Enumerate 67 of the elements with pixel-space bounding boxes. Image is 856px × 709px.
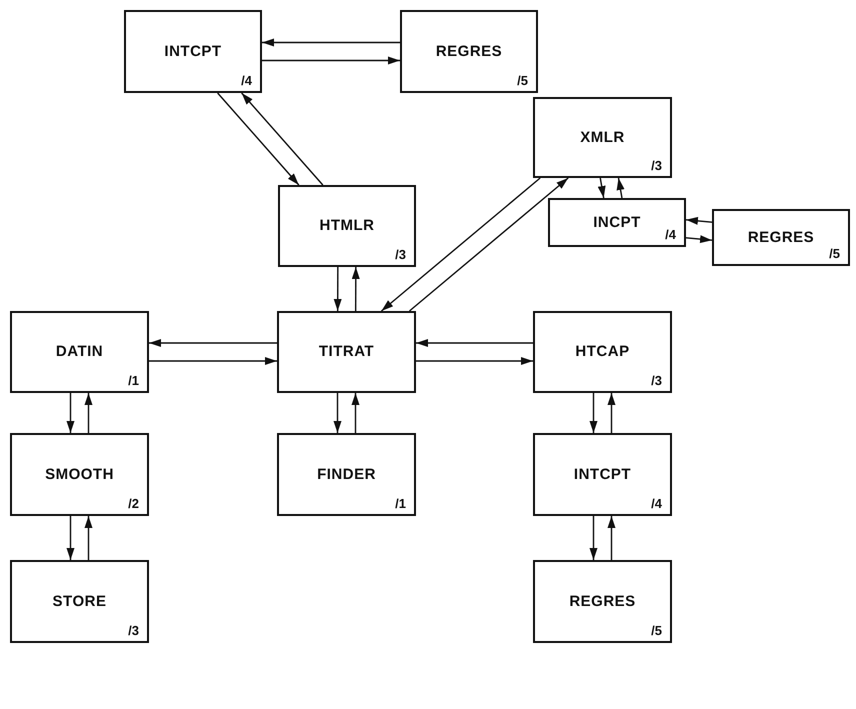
arrow: [616, 178, 624, 198]
level-number: /4: [241, 73, 252, 88]
arrow: [686, 235, 712, 244]
arrow: [149, 339, 277, 347]
module-name: SMOOTH: [44, 466, 115, 482]
level-number: /5: [829, 246, 840, 261]
arrow: [262, 38, 400, 46]
arrow: [66, 516, 74, 560]
module-name: DATIN: [54, 343, 104, 360]
module-name: REGRES: [568, 592, 637, 610]
arrow: [416, 357, 533, 365]
level-number: /3: [128, 623, 139, 638]
module-box: [533, 560, 672, 643]
module-box: [277, 311, 416, 393]
arrow: [334, 267, 342, 311]
module-box: [533, 433, 672, 516]
module-name: STORE: [52, 592, 108, 610]
level-number: /2: [128, 496, 139, 511]
module-name: TITRAT: [318, 343, 376, 360]
module-name: INTCPT: [163, 42, 223, 60]
arrow: [352, 393, 360, 433]
level-number: /4: [665, 227, 676, 242]
module-box: [277, 433, 416, 516]
module-box: [278, 185, 416, 267]
module-box: [10, 433, 149, 516]
arrow: [84, 393, 92, 433]
module-name: HTMLR: [318, 217, 376, 234]
module-box: [10, 560, 149, 643]
arrow: [66, 393, 74, 433]
arrow: [217, 92, 300, 186]
module-name: FINDER: [316, 466, 377, 482]
module-box: [548, 198, 686, 247]
module-box: [533, 311, 672, 393]
level-number: /1: [128, 373, 139, 388]
module-name: HTCAP: [574, 343, 631, 360]
arrow: [598, 178, 606, 198]
module-box: [712, 209, 850, 266]
level-number: /4: [651, 496, 662, 511]
module-name: INCPT: [592, 214, 642, 230]
arrow: [262, 56, 400, 64]
module-box: [124, 10, 262, 93]
module-box: [533, 97, 672, 178]
module-name: XMLR: [579, 128, 626, 146]
arrow: [84, 516, 92, 560]
level-number: /1: [395, 496, 406, 511]
arrow: [334, 393, 342, 433]
arrow: [590, 516, 598, 560]
level-number: /5: [651, 623, 662, 638]
module-name: REGRES: [434, 42, 504, 60]
level-number: /3: [651, 373, 662, 388]
module-box: [400, 10, 538, 93]
level-number: /5: [517, 73, 528, 88]
arrow: [149, 357, 277, 365]
arrow: [241, 92, 324, 186]
module-name: INTCPT: [572, 466, 632, 482]
level-number: /3: [395, 247, 406, 262]
arrow: [590, 393, 598, 433]
arrow: [686, 216, 712, 225]
arrow: [608, 393, 616, 433]
level-number: /3: [651, 158, 662, 173]
arrow: [380, 177, 541, 312]
module-box: [10, 311, 149, 393]
arrow: [416, 339, 533, 347]
arrow: [608, 516, 616, 560]
arrow: [352, 267, 360, 311]
module-name: REGRES: [746, 228, 816, 246]
arrow: [409, 177, 569, 312]
